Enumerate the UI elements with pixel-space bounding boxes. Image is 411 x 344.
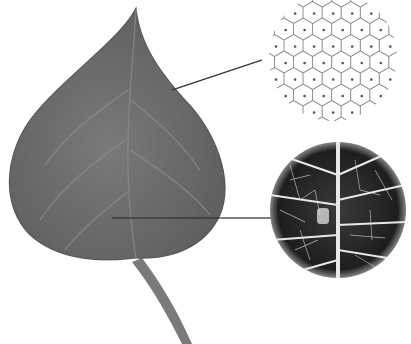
cell-nucleus bbox=[322, 62, 325, 65]
cell bbox=[398, 101, 411, 123]
cell-nucleus bbox=[389, 111, 392, 114]
cell bbox=[275, 117, 294, 139]
cell bbox=[389, 84, 408, 106]
cell-nucleus bbox=[265, 62, 268, 65]
cell bbox=[379, 101, 398, 123]
cell bbox=[389, 0, 408, 7]
cell bbox=[398, 2, 411, 24]
cell bbox=[379, 134, 398, 156]
leaf-blade bbox=[9, 8, 225, 260]
cell-nucleus bbox=[332, 45, 335, 48]
cell-nucleus bbox=[380, 128, 383, 131]
cell-nucleus bbox=[322, 95, 325, 98]
cell-nucleus bbox=[275, 45, 278, 48]
vein-magnifier bbox=[270, 140, 406, 280]
cell-nucleus bbox=[361, 29, 364, 32]
cell bbox=[256, 84, 275, 106]
cell-nucleus bbox=[389, 78, 392, 81]
cell-nucleus bbox=[380, 95, 383, 98]
cell-nucleus bbox=[351, 111, 354, 114]
cell-nucleus bbox=[275, 111, 278, 114]
cell-nucleus bbox=[408, 45, 411, 48]
cell-nucleus bbox=[332, 12, 335, 15]
leaf-stem bbox=[132, 258, 192, 344]
cell-nucleus bbox=[341, 29, 344, 32]
cell-nucleus bbox=[341, 95, 344, 98]
cell-nucleus bbox=[332, 78, 335, 81]
cell-nucleus bbox=[351, 45, 354, 48]
cell-nucleus bbox=[408, 144, 411, 147]
cell-nucleus bbox=[322, 128, 325, 131]
cell-nucleus bbox=[284, 29, 287, 32]
cell bbox=[370, 117, 389, 139]
cell-nucleus bbox=[399, 95, 402, 98]
cell-nucleus bbox=[265, 29, 268, 32]
cell-nucleus bbox=[408, 78, 411, 81]
cell bbox=[275, 0, 294, 7]
cell-nucleus bbox=[284, 128, 287, 131]
cell bbox=[265, 134, 284, 156]
cell-nucleus bbox=[313, 12, 316, 15]
cell-nucleus bbox=[275, 12, 278, 15]
cell-nucleus bbox=[313, 111, 316, 114]
cell-nucleus bbox=[389, 144, 392, 147]
cell-nucleus bbox=[361, 95, 364, 98]
cell-nucleus bbox=[341, 128, 344, 131]
cell-nucleus bbox=[265, 95, 268, 98]
cell-nucleus bbox=[399, 128, 402, 131]
cell-nucleus bbox=[332, 111, 335, 114]
cell-nucleus bbox=[361, 128, 364, 131]
cell-nucleus bbox=[275, 78, 278, 81]
cell-nucleus bbox=[351, 12, 354, 15]
cell-nucleus bbox=[370, 144, 373, 147]
cell-nucleus bbox=[389, 12, 392, 15]
callout-line-cells bbox=[172, 60, 262, 90]
cell-nucleus bbox=[370, 111, 373, 114]
cell-nucleus bbox=[408, 111, 411, 114]
cell bbox=[256, 0, 275, 7]
cell-nucleus bbox=[313, 78, 316, 81]
cell-nucleus bbox=[303, 62, 306, 65]
cell-nucleus bbox=[294, 78, 297, 81]
cell-nucleus bbox=[322, 29, 325, 32]
cell-nucleus bbox=[303, 128, 306, 131]
cell-nucleus bbox=[303, 29, 306, 32]
cell-nucleus bbox=[399, 29, 402, 32]
cell-nucleus bbox=[303, 95, 306, 98]
cell bbox=[265, 101, 284, 123]
cell-nucleus bbox=[284, 62, 287, 65]
cell bbox=[256, 117, 275, 139]
cell-nucleus bbox=[294, 111, 297, 114]
cell-nucleus bbox=[408, 12, 411, 15]
cell-nucleus bbox=[380, 29, 383, 32]
cell-nucleus bbox=[294, 45, 297, 48]
vein-highlight bbox=[317, 208, 329, 224]
cell bbox=[370, 0, 389, 7]
cell bbox=[284, 134, 303, 156]
cell-pattern bbox=[256, 0, 411, 156]
cell-nucleus bbox=[361, 62, 364, 65]
cell bbox=[351, 117, 370, 139]
cell bbox=[294, 117, 313, 139]
cell-nucleus bbox=[370, 12, 373, 15]
cell bbox=[398, 68, 411, 90]
cell-nucleus bbox=[370, 78, 373, 81]
cell-nucleus bbox=[341, 62, 344, 65]
cell bbox=[389, 117, 408, 139]
cell bbox=[256, 18, 275, 40]
cell-nucleus bbox=[370, 45, 373, 48]
cell-nucleus bbox=[399, 62, 402, 65]
cell-nucleus bbox=[294, 12, 297, 15]
cell-nucleus bbox=[284, 95, 287, 98]
cell-nucleus bbox=[265, 128, 268, 131]
cell bbox=[398, 134, 411, 156]
cell-nucleus bbox=[351, 78, 354, 81]
cell-nucleus bbox=[294, 144, 297, 147]
cell-nucleus bbox=[313, 45, 316, 48]
cell bbox=[398, 35, 411, 57]
cell-nucleus bbox=[275, 144, 278, 147]
cell-nucleus bbox=[389, 45, 392, 48]
cell-nucleus bbox=[380, 62, 383, 65]
